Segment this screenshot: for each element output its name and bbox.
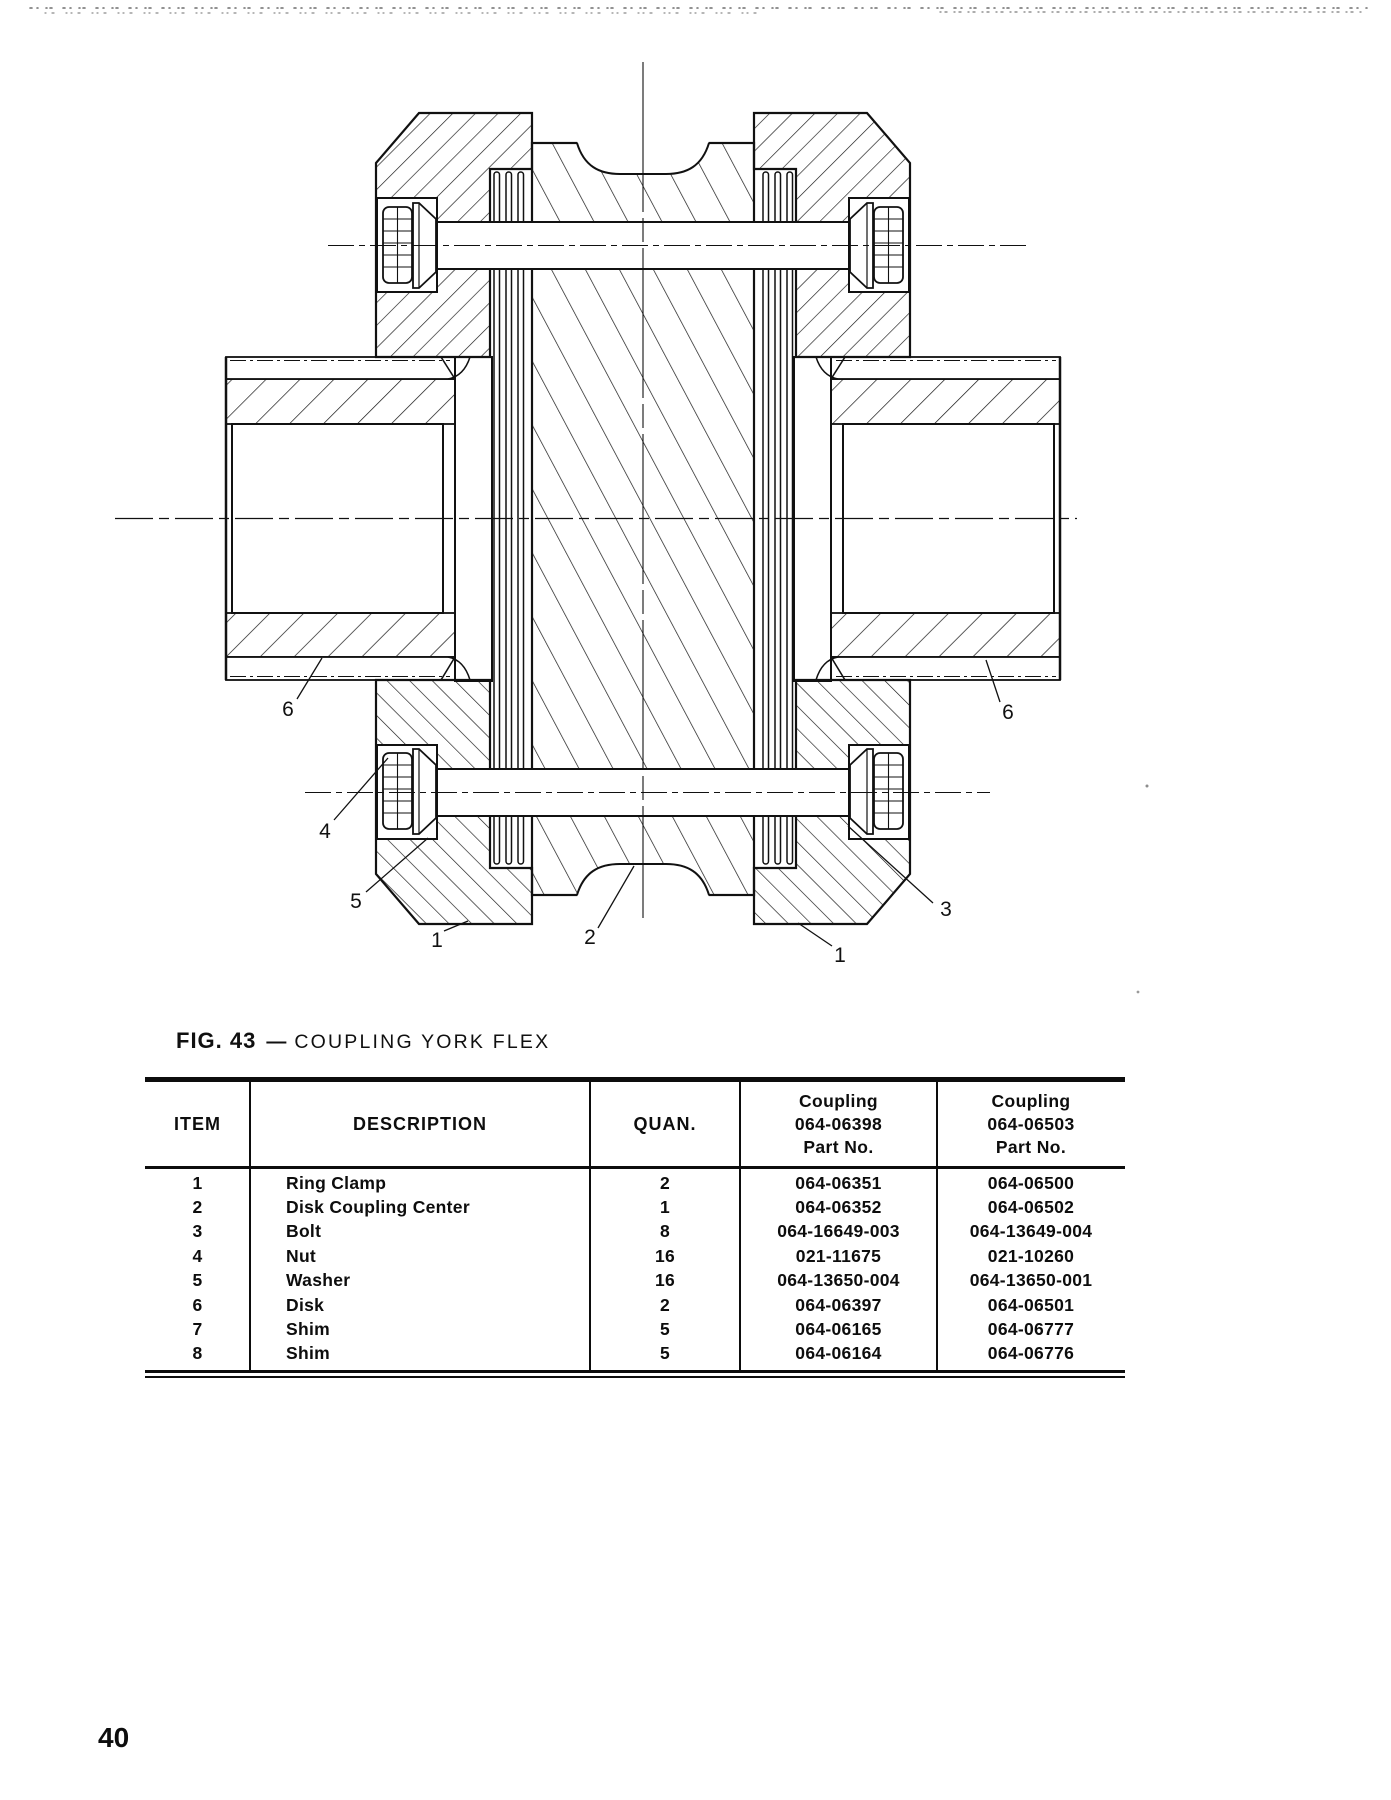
figure-drawing: 6 6 4 5 1 2 3 1 [29,7,1371,994]
table-row: 2 Disk Coupling Center 1 064-06352 064-0… [192,1197,1075,1218]
table-rule [739,1082,741,1374]
nuts [382,206,904,830]
table-row: 1 Ring Clamp 2 064-06351 064-06500 [192,1172,1075,1193]
disk-pack [493,171,794,865]
table-row: 5 Washer 16 064-13650-004 064-13650-001 [192,1270,1093,1291]
upper-left-nut [382,206,413,284]
page-number: 40 [98,1722,130,1753]
col-header-description: DESCRIPTION [352,1113,487,1134]
callout-labels: 6 6 4 5 1 2 3 1 [282,698,1014,967]
caption-dash: — [266,1031,287,1053]
callout-label: 1 [834,944,846,967]
callout-label: 6 [1002,701,1014,724]
table-row: 6 Disk 2 064-06397 064-06501 [192,1294,1075,1315]
table-row: 3 Bolt 8 064-16649-003 064-13649-004 [192,1221,1093,1242]
table-rule [249,1082,251,1374]
lower-right-nut [873,752,904,830]
table-header: ITEM DESCRIPTION QUAN. Coupling 064-0639… [145,1082,1125,1169]
table-rule [936,1082,938,1374]
col-header-part-no-1: Coupling 064-06398 Part No. [794,1090,883,1157]
table-row: 8 Shim 5 064-06164 064-06776 [192,1343,1075,1364]
callout-label: 5 [350,890,362,913]
table-row: 7 Shim 5 064-06165 064-06777 [192,1319,1075,1340]
lower-left-washer [412,748,437,835]
figure-caption: FIG. 43 — COUPLING YORK FLEX [176,1028,550,1054]
table-body: 1 Ring Clamp 2 064-06351 064-06500 2 Dis… [145,1169,1125,1374]
callout-label: 4 [319,820,331,843]
figure-title: COUPLING YORK FLEX [294,1031,551,1053]
scan-speck [1145,784,1149,788]
callout-label: 1 [431,929,443,952]
center-lines [115,62,1077,918]
callout-label: 2 [584,926,596,949]
scan-speck [1136,990,1140,994]
scan-noise [29,7,1371,14]
col-header-quantity: QUAN. [633,1113,697,1134]
parts-table: ITEM DESCRIPTION QUAN. Coupling 064-0639… [145,1077,1125,1378]
table-row: 4 Nut 16 021-11675 021-10260 [192,1245,1075,1266]
figure-number: FIG. 43 [176,1028,257,1053]
washers [412,202,874,835]
col-header-part-no-2: Coupling 064-06503 Part No. [987,1090,1075,1157]
callout-label: 3 [940,898,952,921]
callout-label: 6 [282,698,294,721]
lower-left-nut [382,752,413,830]
lower-right-washer [849,748,874,835]
callout-leaders [296,657,1001,947]
col-header-item: ITEM [174,1113,221,1134]
table-rule [589,1082,591,1374]
